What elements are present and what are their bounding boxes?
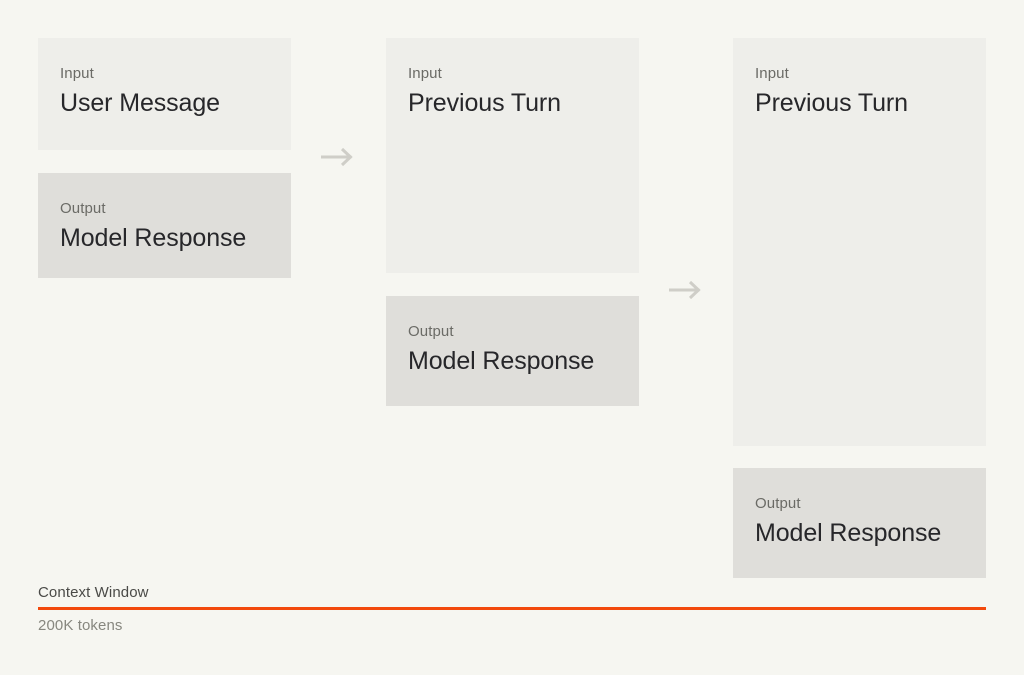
turn-3-input-kicker: Input xyxy=(755,65,789,82)
turn-3-input-title: Previous Turn xyxy=(755,89,908,117)
context-window-label: Context Window xyxy=(38,584,149,601)
arrow-right-icon xyxy=(669,279,703,301)
turn-1-output-title: Model Response xyxy=(60,224,247,252)
turn-3-output-title: Model Response xyxy=(755,519,942,547)
arrow-right-icon xyxy=(321,146,355,168)
turn-2-input-kicker: Input xyxy=(408,65,442,82)
turn-2-output-card: Output Model Response xyxy=(386,296,639,406)
context-window-section: Context Window 200K tokens xyxy=(38,583,986,636)
context-window-token-count: 200K tokens xyxy=(38,617,123,634)
turn-1-output-card: Output Model Response xyxy=(38,173,291,278)
turn-1-input-title: User Message xyxy=(60,89,220,117)
turn-3-input-card: Input Previous Turn xyxy=(733,38,986,446)
context-window-rule xyxy=(38,607,986,610)
turn-2-input-card: Input Previous Turn xyxy=(386,38,639,273)
turn-1-input-kicker: Input xyxy=(60,65,94,82)
turn-1-output-kicker: Output xyxy=(60,200,106,217)
turn-3-output-kicker: Output xyxy=(755,495,801,512)
turn-3-output-card: Output Model Response xyxy=(733,468,986,578)
turn-2-input-title: Previous Turn xyxy=(408,89,561,117)
turn-1-input-card: Input User Message xyxy=(38,38,291,150)
turn-2-output-title: Model Response xyxy=(408,347,595,375)
turn-2-output-kicker: Output xyxy=(408,323,454,340)
